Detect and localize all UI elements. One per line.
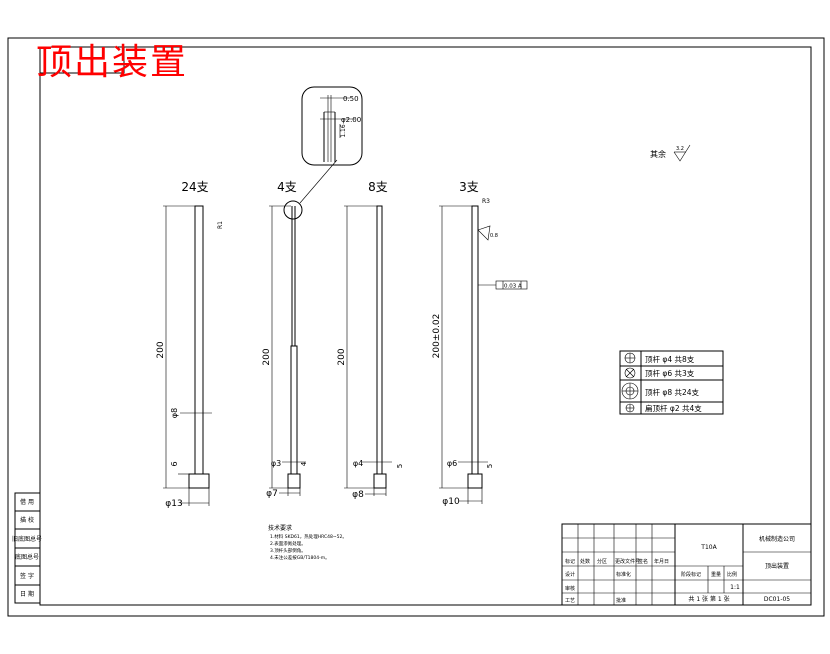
- pin-2-length: 200: [262, 348, 272, 365]
- pin-1-top-label: R1: [217, 221, 224, 229]
- title-block: 标记 处数 分区 更改文件号 签名 年月日 设计 标准化 审核 工艺 批准 阶段…: [561, 523, 812, 606]
- pin-4-length: 200±0.02: [432, 314, 442, 359]
- legend-symbol-4: [625, 403, 635, 413]
- roughness-label: 其余: [650, 149, 666, 159]
- notes-heading: 技术要求: [268, 524, 292, 532]
- pin-1-head-h: 6: [170, 461, 179, 466]
- pin-3-head-h: 5: [396, 464, 404, 468]
- legend-table: 顶杆 φ4 共8支 顶杆 φ6 共3支 顶杆 φ8 共24支 扁顶杆 φ2 共4…: [619, 350, 724, 415]
- tb-row-5: 签名: [638, 558, 648, 565]
- pin-1-count: 24支: [181, 180, 208, 194]
- pin-4-tolerance: 0.03 A: [504, 284, 522, 290]
- pin-4-head-h: 5: [486, 464, 494, 468]
- technical-notes: 技术要求 1.材料 SKD61，热处理HRC48~52。 2.表面渗氮处理。 3…: [268, 524, 347, 561]
- tb-row-6: 年月日: [654, 558, 669, 565]
- pin-2-diameter: φ3: [271, 459, 281, 468]
- pin-4-count: 3支: [459, 180, 479, 194]
- title-stamp: 顶出装置: [36, 42, 188, 83]
- mark-box: [39, 46, 125, 74]
- pin-3: 8支 200 φ4 5 φ8: [337, 180, 404, 500]
- pin-3-length: 200: [337, 348, 347, 365]
- pin-1-head-dia: φ13: [165, 499, 182, 509]
- outer-frame: [7, 37, 825, 617]
- strip-label-6: 日 期: [20, 590, 34, 598]
- detail-callout: 0.50 φ2.00 1.16: [301, 86, 363, 166]
- notes-line-1: 1.材料 SKD61，热处理HRC48~52。: [270, 533, 347, 540]
- legend-symbol-2: [624, 367, 636, 379]
- pin-4-head-dia: φ10: [442, 497, 460, 507]
- legend-symbol-3: [621, 382, 639, 400]
- tb-role-4: 工艺: [565, 598, 575, 604]
- pin-2-head-dia: φ7: [266, 489, 278, 499]
- tb-row-2: 处数: [580, 558, 590, 565]
- tb-row-4: 更改文件号: [615, 558, 640, 565]
- roughness-note: 其余 3.2: [650, 144, 691, 162]
- strip-label-5: 签 字: [20, 572, 34, 580]
- pin-4-diameter: φ6: [447, 459, 457, 468]
- pin-2-count: 4支: [277, 180, 297, 194]
- notes-line-3: 3.顶杆头部倒角。: [270, 547, 306, 554]
- pin-3-diameter: φ4: [353, 459, 363, 468]
- pin-4-taper: 0.8: [490, 233, 498, 239]
- pin-4: 3支 200±0.02 R3 0.8 0.03 A φ6 5 φ10: [432, 180, 528, 507]
- tb-row-3: 分区: [597, 558, 607, 565]
- strip-label-3: 旧底图总号: [12, 535, 42, 543]
- legend-row-2: 顶杆 φ6 共3支: [645, 368, 695, 378]
- tb-role-3: 审核: [565, 585, 575, 592]
- tb-stage-1: 阶段标记: [681, 571, 701, 578]
- roughness-value: 3.2: [676, 146, 684, 152]
- pin-3-head-dia: φ8: [352, 490, 364, 500]
- tb-row-1: 标记: [565, 558, 575, 565]
- legend-row-4: 扁顶杆 φ2 共4支: [645, 403, 702, 413]
- tb-stage-2: 重量: [711, 571, 721, 578]
- legend-row-1: 顶杆 φ4 共8支: [645, 354, 695, 364]
- pin-2: 4支 200 φ3 4 φ7: [262, 159, 338, 499]
- tb-material: T10A: [700, 544, 717, 551]
- left-strip: 借 用 描 校 旧底图总号 底图总号 签 字 日 期: [12, 492, 42, 604]
- tb-drawing-no: DC01-05: [764, 596, 790, 603]
- pin-1-diameter: φ8: [170, 408, 179, 418]
- pin-3-count: 8支: [368, 180, 388, 194]
- tb-role-2: 标准化: [616, 571, 631, 578]
- tb-drawing-name: 顶出装置: [765, 562, 789, 570]
- strip-label-4: 底图总号: [15, 553, 39, 561]
- tb-scale: 1:1: [730, 584, 740, 591]
- pin-1-length: 200: [156, 341, 166, 358]
- tb-stage-3: 比例: [727, 571, 737, 578]
- inner-frame: [39, 46, 812, 606]
- pin-4-top-label: R3: [482, 198, 490, 205]
- detail-dim-1: 0.50: [343, 95, 359, 103]
- legend-symbol-1: [624, 352, 636, 364]
- tb-role-5: 批准: [616, 597, 626, 604]
- tb-company: 机械制造公司: [759, 535, 795, 543]
- strip-label-1: 借 用: [20, 498, 34, 506]
- strip-label-2: 描 校: [20, 516, 34, 524]
- pin-2-head-h: 4: [300, 461, 308, 466]
- legend-row-3: 顶杆 φ8 共24支: [645, 387, 700, 397]
- detail-dim-3: 1.16: [340, 124, 347, 138]
- detail-dim-2: φ2.00: [341, 116, 361, 124]
- tb-sheet: 共 1 张 第 1 张: [688, 595, 729, 603]
- pin-1: 24支 200 φ8 6 φ13 R1: [156, 180, 224, 509]
- notes-line-4: 4.未注公差按GB/T1804-m。: [270, 554, 330, 561]
- notes-line-2: 2.表面渗氮处理。: [270, 540, 306, 547]
- tb-role-1: 设计: [565, 571, 575, 578]
